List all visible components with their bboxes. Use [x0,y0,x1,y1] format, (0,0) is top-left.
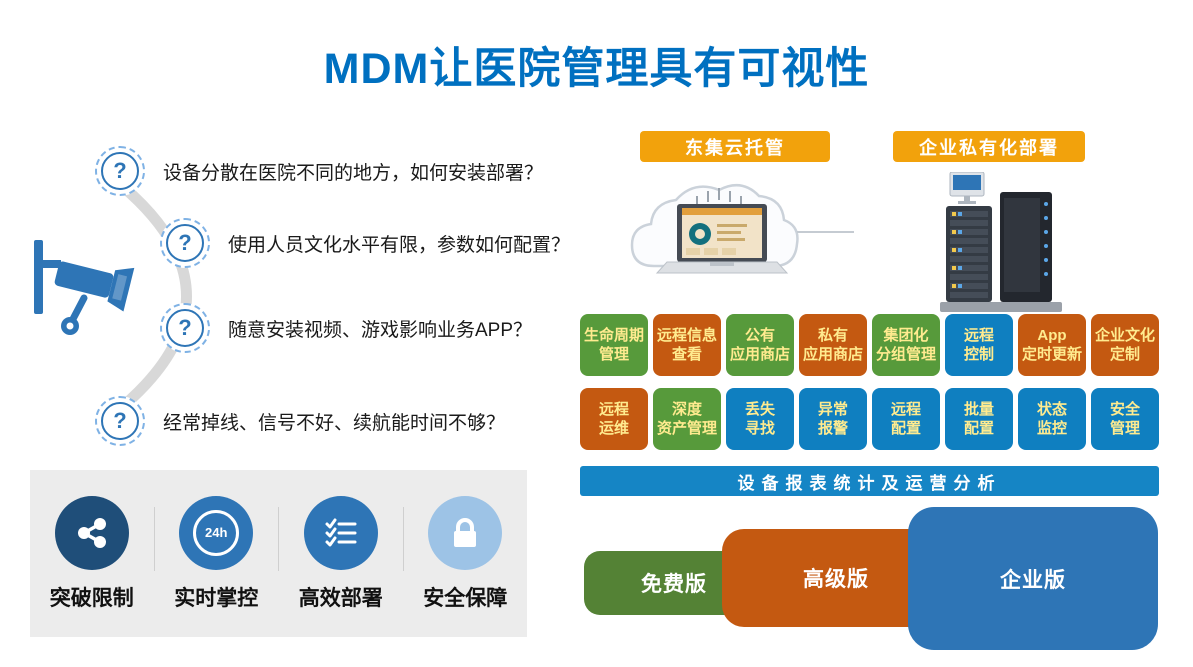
question-glyph: ? [113,158,127,183]
feature-tile: 深度 资产管理 [653,388,721,450]
question-mark-icon: ? [95,146,145,196]
divider [402,506,404,571]
feature-tile: 生命周期 管理 [580,314,648,376]
feature-tile: 集团化 分组管理 [872,314,940,376]
question-item: ? 随意安装视频、游戏影响业务APP？ [160,303,532,353]
question-item: ? 使用人员文化水平有限，参数如何配置？ [160,218,570,268]
feature-tile: App 定时更新 [1018,314,1086,376]
cloud-hosting-header: 东集云托管 [640,131,830,162]
feature-tile: 远程 运维 [580,388,648,450]
share-icon [54,495,129,570]
divider [153,506,155,571]
benefit-label: 安全保障 [423,586,508,610]
checklist-icon [303,495,378,570]
feature-grid: 生命周期 管理 远程信息 查看 公有 应用商店 私有 应用商店 集团化 分组管理… [580,314,1159,450]
feature-tile: 异常 报警 [799,388,867,450]
question-mark-icon: ? [160,218,210,268]
question-text: 设备分散在医院不同的地方，如何安装部署？ [163,162,544,184]
question-mark-icon: ? [95,396,145,446]
benefit-item: 突破限制 [37,495,147,612]
clock-24h-icon: 24h [179,495,254,570]
question-item: ? 经常掉线、信号不好、续航能时间不够？ [95,396,505,446]
cloud-laptop-illustration [630,183,854,274]
benefit-label: 突破限制 [49,586,134,610]
feature-tile: 丢失 寻找 [726,388,794,450]
edition-enterprise: 企业版 [908,507,1158,650]
feature-tile: 企业文化 定制 [1091,314,1159,376]
camera-icon [34,240,135,335]
private-deployment-header: 企业私有化部署 [893,131,1085,162]
feature-tile: 远程信息 查看 [653,314,721,376]
benefit-item: 24h 实时掌控 [161,495,271,612]
question-glyph: ? [113,408,127,433]
server-illustration [940,172,1062,312]
question-text: 随意安装视频、游戏影响业务APP？ [228,319,533,341]
feature-tile: 批量 配置 [945,388,1013,450]
lock-icon [428,495,503,570]
feature-tile: 安全 管理 [1091,388,1159,450]
feature-tile: 公有 应用商店 [726,314,794,376]
feature-tile: 远程 控制 [945,314,1013,376]
benefit-item: 安全保障 [410,495,520,612]
divider [278,506,279,571]
clock-badge: 24h [205,525,228,540]
benefit-label: 实时掌控 [174,586,259,610]
benefits-panel: 突破限制 24h 实时掌控 高效部署 [30,470,527,637]
feature-tile: 私有 应用商店 [799,314,867,376]
question-mark-icon: ? [160,303,210,353]
question-glyph: ? [178,230,192,255]
question-text: 使用人员文化水平有限，参数如何配置？ [228,234,571,256]
question-arc [115,179,192,414]
page-title: MDM让医院管理具有可视性 [323,45,870,93]
question-text: 经常掉线、信号不好、续航能时间不够？ [163,412,506,434]
question-glyph: ? [178,315,192,340]
benefit-label: 高效部署 [298,586,383,610]
feature-tile: 远程 配置 [872,388,940,450]
feature-tile: 状态 监控 [1018,388,1086,450]
question-item: ? 设备分散在医院不同的地方，如何安装部署？ [95,146,543,196]
benefit-item: 高效部署 [286,495,396,612]
report-analysis-bar: 设备报表统计及运营分析 [580,466,1159,496]
